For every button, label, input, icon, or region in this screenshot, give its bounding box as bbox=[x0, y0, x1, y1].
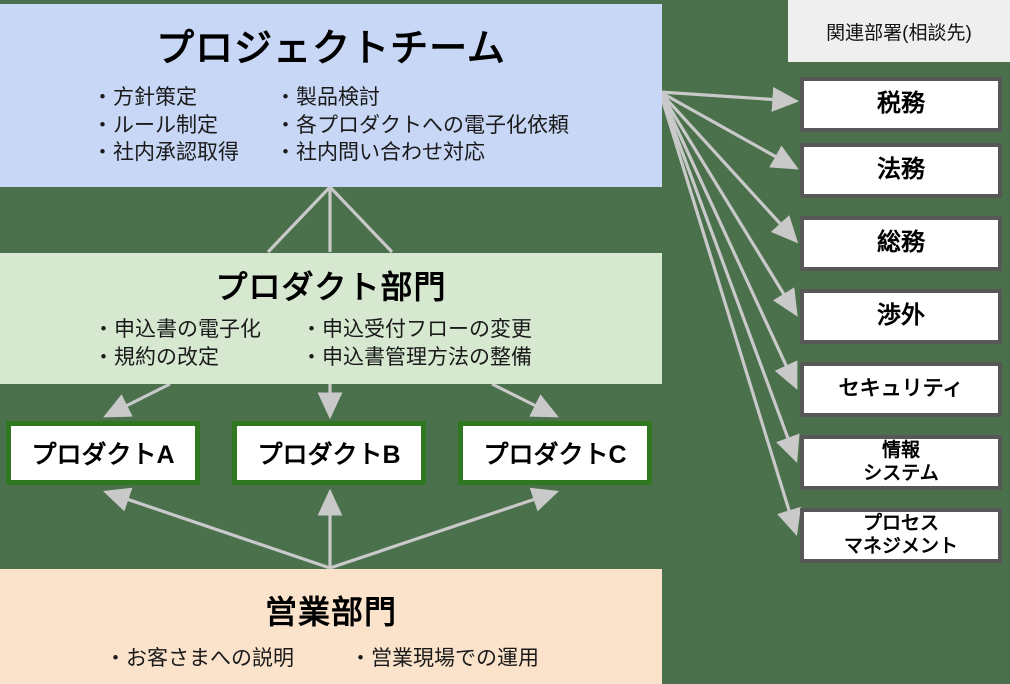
department-box-legal[interactable]: 法務 bbox=[800, 143, 1002, 198]
product-department-band: プロダクト部門 ・申込書の電子化 ・規約の改定 ・申込受付フローの変更 ・申込書… bbox=[0, 253, 662, 384]
list-item: ・各プロダクトへの電子化依頼 bbox=[275, 113, 569, 137]
product-box-a[interactable]: プロダクトA bbox=[6, 421, 200, 485]
arrows-team-to-product bbox=[266, 185, 394, 254]
department-box-tax[interactable]: 税務 bbox=[800, 77, 1002, 132]
department-box-information-systems[interactable]: 情報システム bbox=[800, 435, 1002, 490]
project-team-column-b: ・製品検討 ・各プロダクトへの電子化依頼 ・社内問い合わせ対応 bbox=[275, 84, 569, 167]
sales-department-column-a: ・お客さまへの説明 bbox=[105, 645, 294, 673]
project-team-body: ・方針策定 ・ルール制定 ・社内承認取得 ・製品検討 ・各プロダクトへの電子化依… bbox=[0, 72, 662, 167]
arrows-product-to-boxes bbox=[103, 382, 559, 420]
list-item: ・ルール制定 bbox=[92, 113, 218, 137]
list-item: ・製品検討 bbox=[275, 86, 380, 109]
project-team-band: プロジェクトチーム ・方針策定 ・ルール制定 ・社内承認取得 ・製品検討 ・各プ… bbox=[0, 4, 662, 187]
product-department-column-b: ・申込受付フローの変更 ・申込書管理方法の整備 bbox=[301, 316, 532, 371]
department-box-process-management[interactable]: プロセスマネジメント bbox=[800, 508, 1002, 563]
product-box-c[interactable]: プロダクトC bbox=[458, 421, 652, 485]
sales-department-column-b: ・営業現場での運用 bbox=[350, 645, 539, 673]
list-item: ・お客さまへの説明 bbox=[105, 647, 294, 670]
list-item: ・方針策定 bbox=[92, 86, 197, 109]
product-department-title: プロダクト部門 bbox=[215, 269, 447, 305]
department-box-general-affairs[interactable]: 総務 bbox=[800, 216, 1002, 271]
department-box-external-affairs[interactable]: 渉外 bbox=[800, 289, 1002, 344]
project-team-title: プロジェクトチーム bbox=[156, 28, 506, 70]
product-box-b[interactable]: プロダクトB bbox=[232, 421, 426, 485]
list-item: ・社内問い合わせ対応 bbox=[275, 141, 485, 165]
list-item: ・申込受付フローの変更 bbox=[301, 318, 532, 341]
list-item: ・申込書管理方法の整備 bbox=[301, 345, 532, 369]
arrows-sales-to-boxes bbox=[102, 487, 560, 570]
project-team-column-a: ・方針策定 ・ルール制定 ・社内承認取得 bbox=[92, 84, 239, 167]
list-item: ・営業現場での運用 bbox=[350, 647, 539, 670]
list-item: ・規約の改定 bbox=[93, 345, 219, 369]
list-item: ・社内承認取得 bbox=[92, 141, 239, 165]
sales-department-title: 営業部門 bbox=[264, 594, 397, 630]
list-item: ・申込書の電子化 bbox=[93, 318, 261, 341]
department-box-security[interactable]: セキュリティ bbox=[800, 362, 1002, 417]
sales-department-body: ・お客さまへの説明 ・営業現場での運用 bbox=[0, 633, 662, 673]
sales-department-band: 営業部門 ・お客さまへの説明 ・営業現場での運用 bbox=[0, 569, 662, 684]
arrows-team-to-departments bbox=[658, 86, 801, 537]
product-department-body: ・申込書の電子化 ・規約の改定 ・申込受付フローの変更 ・申込書管理方法の整備 bbox=[0, 308, 662, 371]
related-departments-header: 関連部署(相談先) bbox=[788, 0, 1010, 62]
product-department-column-a: ・申込書の電子化 ・規約の改定 bbox=[93, 316, 261, 371]
